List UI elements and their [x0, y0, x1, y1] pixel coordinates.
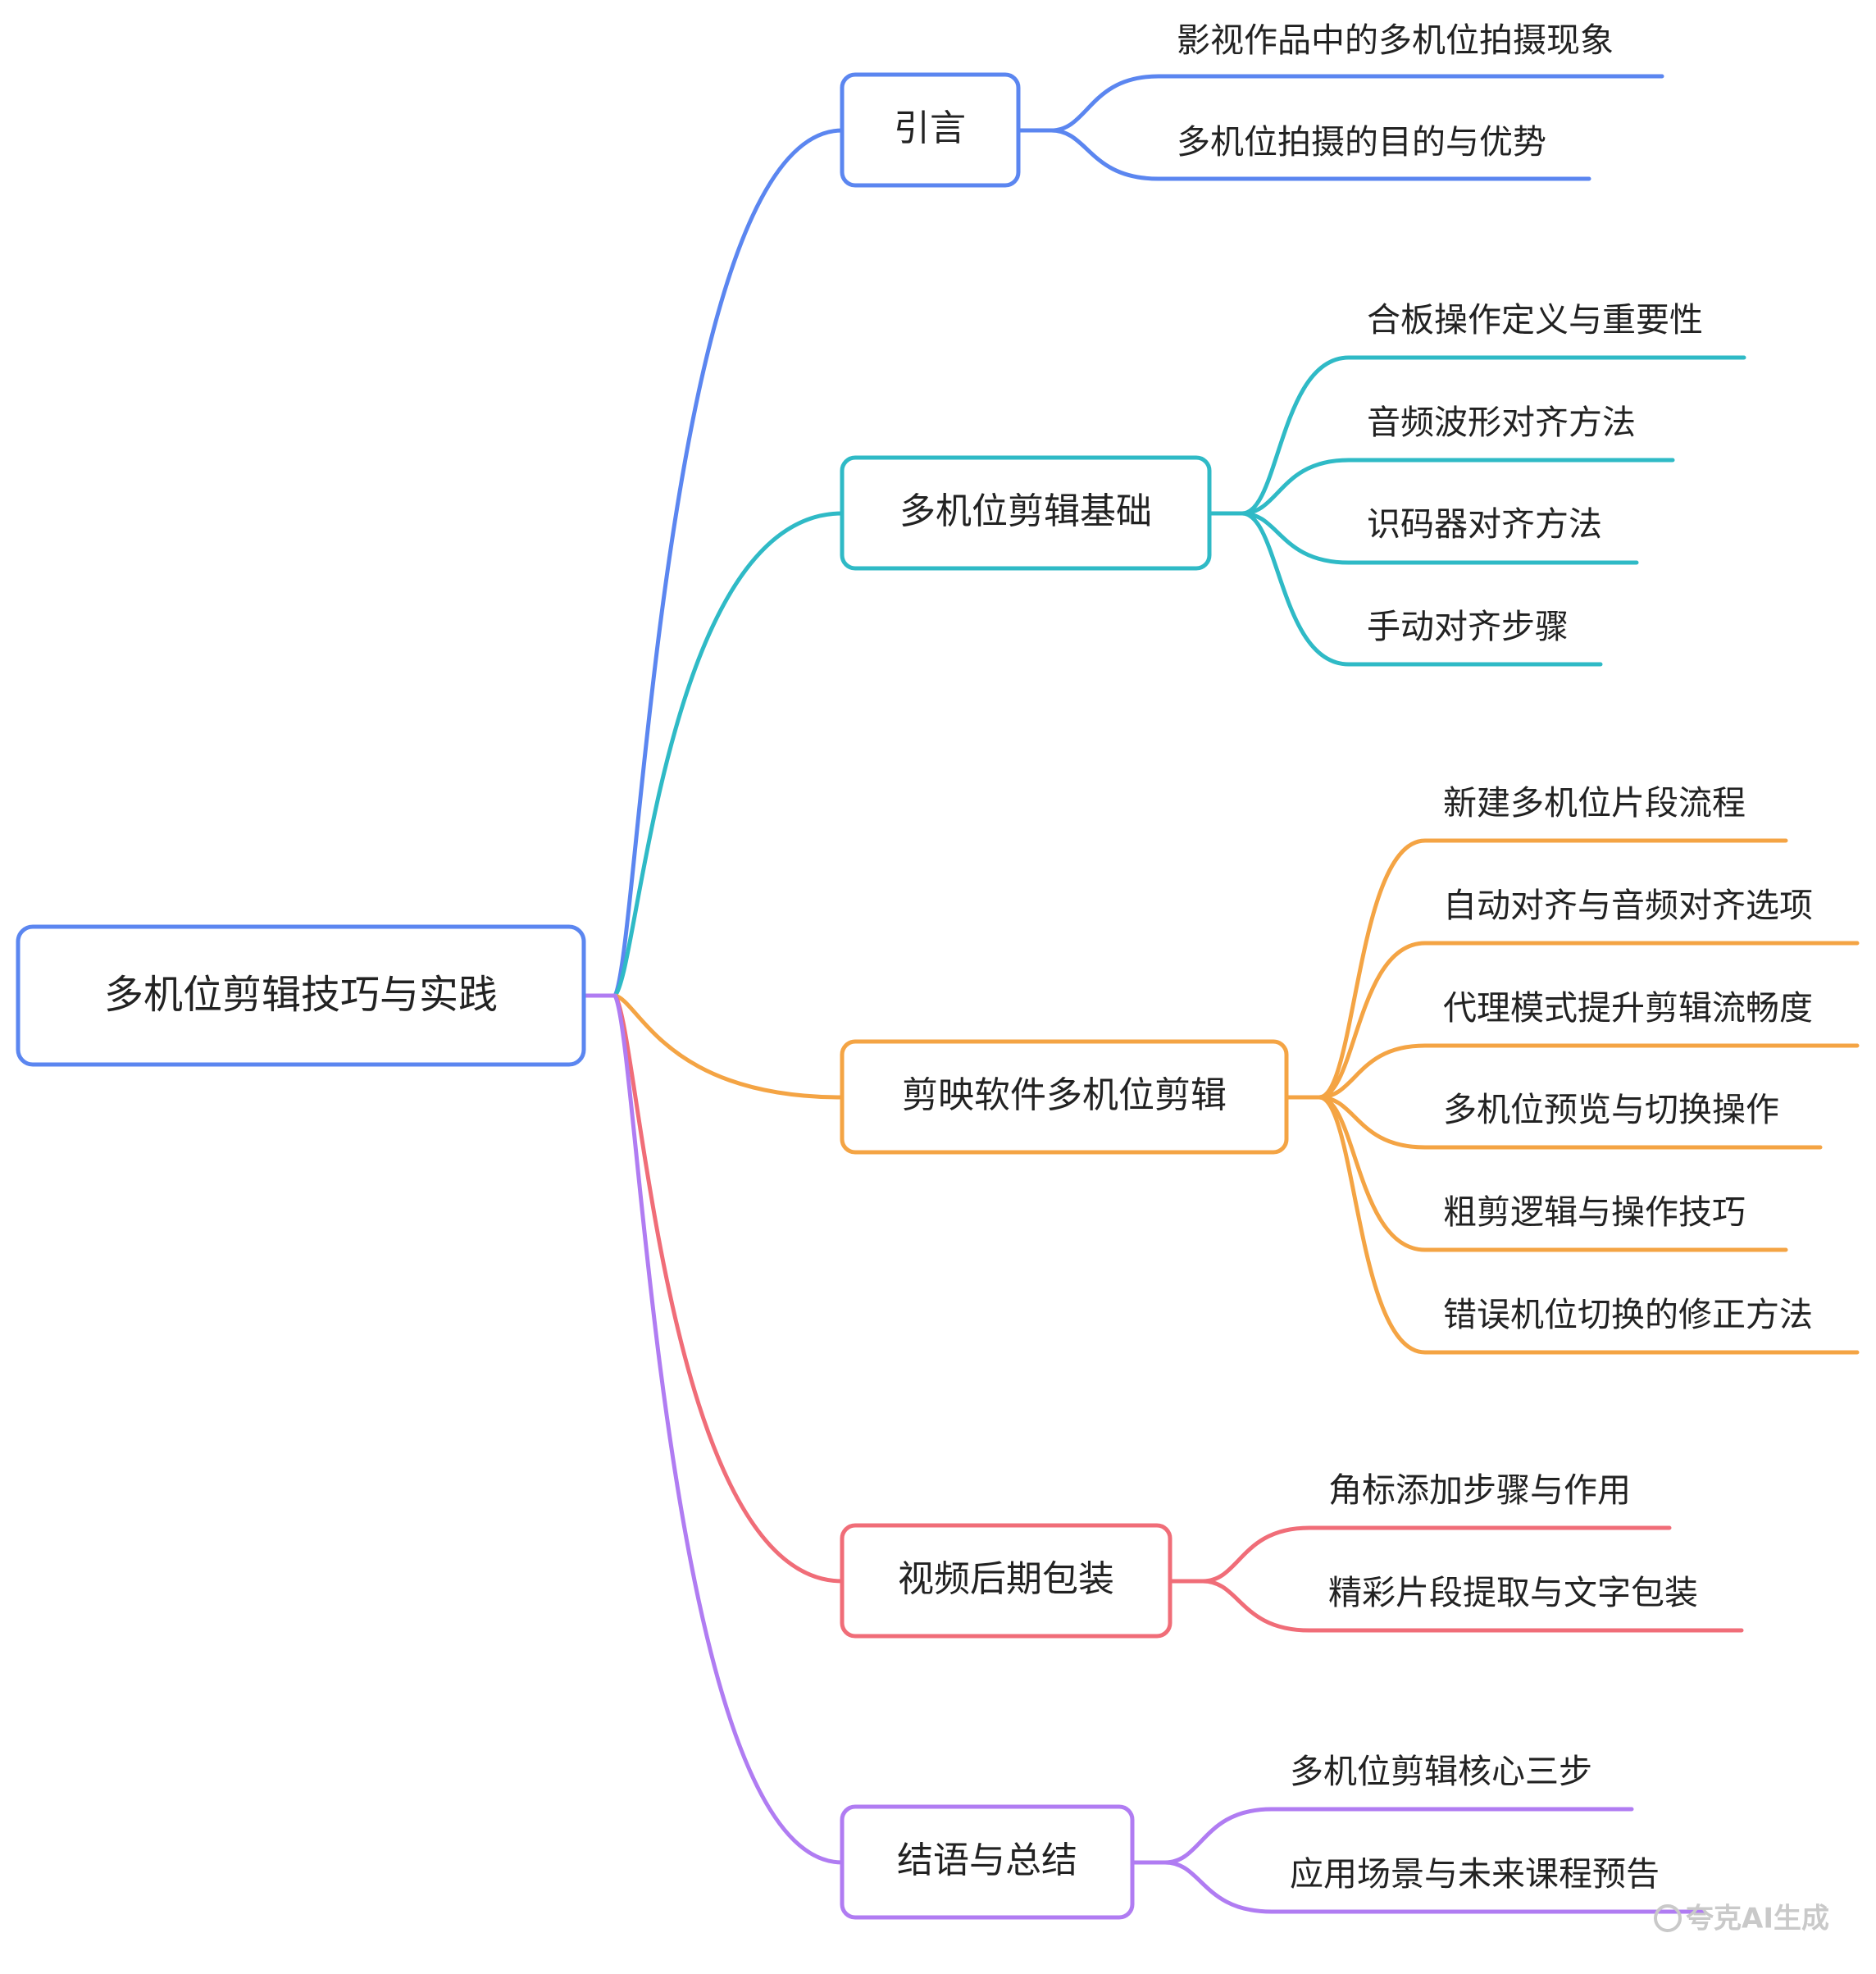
leaf-label[interactable]: 角标添加步骤与作用	[1328, 1470, 1631, 1510]
leaf-label[interactable]: 识码器对齐方法	[1367, 504, 1602, 544]
nodes: 多机位剪辑技巧与实践 引言 影视作品中的多机位拍摄现象 多机位拍摄的目的与优势 …	[16, 21, 1829, 1935]
branch-node-box	[840, 1523, 1172, 1639]
leaf-label[interactable]: 代理模式提升剪辑流畅度	[1443, 988, 1813, 1028]
branch-node-box	[840, 72, 1021, 188]
connectors	[581, 74, 1860, 1914]
branch-node-intro[interactable]: 引言	[840, 72, 1021, 188]
branch-node-conclusion[interactable]: 结语与总结	[840, 1804, 1135, 1920]
leaf-label[interactable]: 错误机位切换的修正方法	[1443, 1295, 1813, 1334]
branch-leaf-connector	[1240, 511, 1603, 667]
root-branch-connector	[581, 511, 845, 998]
watermark-label: 夸克AI生成	[1686, 1903, 1829, 1935]
branch-leaf-connector	[1049, 128, 1591, 181]
root-branch-connector	[581, 993, 845, 1584]
branch-node-label: 剪映软件多机位剪辑	[902, 1074, 1227, 1116]
branch-node-basics[interactable]: 多机位剪辑基础	[840, 455, 1212, 571]
branch-leaf-connector	[1317, 1095, 1860, 1355]
root-branch-connector	[581, 128, 845, 998]
branch-leaf-connector	[1163, 1860, 1706, 1914]
root-branch-connector	[581, 993, 845, 1865]
branch-leaf-connector	[1317, 1043, 1860, 1100]
root-node[interactable]: 多机位剪辑技巧与实践	[16, 924, 586, 1067]
leaf-label[interactable]: 应用场景与未来课程预告	[1290, 1854, 1660, 1894]
branch-leaf-connector	[1200, 1525, 1672, 1584]
branch-node-box	[840, 1039, 1289, 1155]
leaf-label[interactable]: 精彩片段提取与文字包装	[1328, 1573, 1698, 1612]
branch-leaf-connector	[1163, 1807, 1634, 1865]
leaf-label[interactable]: 多机位拍摄的目的与优势	[1177, 122, 1546, 162]
leaf-label[interactable]: 多机位预览与切换操作	[1443, 1090, 1779, 1129]
leaf-label[interactable]: 新建多机位片段流程	[1443, 783, 1746, 823]
branch-node-jianying[interactable]: 剪映软件多机位剪辑	[840, 1039, 1289, 1155]
root-node-label: 多机位剪辑技巧与实践	[104, 972, 498, 1018]
branch-leaf-connector	[1200, 1579, 1744, 1633]
root-branch-connector	[581, 993, 845, 1100]
root-node-box	[16, 924, 586, 1067]
watermark: 夸克AI生成	[1654, 1903, 1829, 1935]
leaf-label[interactable]: 手动对齐步骤	[1367, 607, 1569, 646]
branch-node-label: 引言	[894, 107, 966, 149]
branch-node-label: 多机位剪辑基础	[899, 490, 1152, 532]
branch-node-box	[840, 455, 1212, 571]
branch-leaf-connector	[1317, 941, 1860, 1100]
leaf-label[interactable]: 影视作品中的多机位拍摄现象	[1177, 21, 1614, 60]
branch-leaf-connector	[1317, 1095, 1788, 1252]
branch-node-packaging[interactable]: 视频后期包装	[840, 1523, 1172, 1639]
leaf-label[interactable]: 合板操作定义与重要性	[1367, 300, 1703, 340]
leaf-label[interactable]: 多机位剪辑核心三步	[1290, 1752, 1592, 1791]
branch-leaf-connector	[1240, 511, 1639, 565]
branch-node-label: 视频后期包装	[898, 1558, 1114, 1600]
leaf-label[interactable]: 粗剪逻辑与操作技巧	[1443, 1192, 1746, 1232]
branch-node-label: 结语与总结	[897, 1840, 1077, 1881]
branch-leaf-connector	[1240, 355, 1746, 516]
branch-leaf-connector	[1317, 838, 1788, 1100]
leaf-label[interactable]: 音频波形对齐方法	[1367, 403, 1636, 442]
branch-node-box	[840, 1804, 1135, 1920]
branch-leaf-connector	[1049, 74, 1664, 133]
copyright-circle-icon	[1654, 1904, 1682, 1932]
leaf-label[interactable]: 自动对齐与音频对齐选项	[1443, 886, 1813, 925]
branch-leaf-connector	[1317, 1095, 1823, 1150]
branch-leaf-connector	[1240, 458, 1675, 516]
